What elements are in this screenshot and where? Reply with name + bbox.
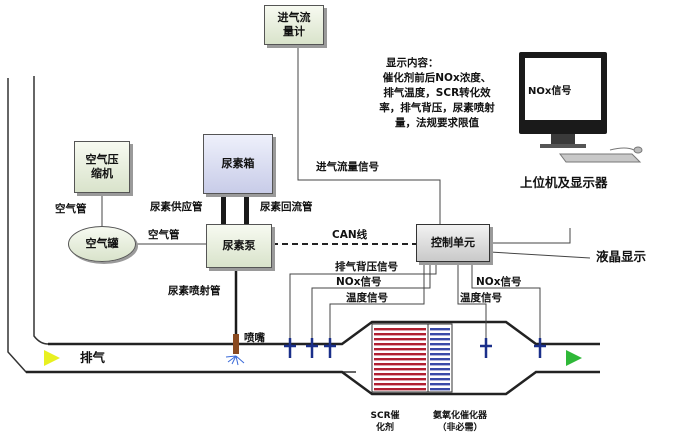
nox-front-signal-line (311, 262, 431, 346)
air-tank-label: 空气罐 (85, 237, 119, 250)
scr-catalyst-stripe (374, 353, 426, 356)
scr-catalyst-stripe (374, 343, 426, 346)
exhaust-pipe-upper-wall (48, 320, 600, 346)
urea-pump-label: 尿素泵 (222, 239, 256, 252)
control-unit-label: 控制单元 (431, 236, 475, 249)
exhaust-pipe-lower-wall (26, 370, 600, 396)
oxidation-catalyst-label: 氨氧化催化器（非必需） (432, 411, 487, 433)
scr-catalyst-block (371, 323, 429, 393)
keyboard-icon (559, 153, 642, 163)
backpressure-signal-line (289, 262, 437, 346)
air-compressor-box: 空气压缩机 (74, 141, 130, 193)
air-pipe-top-label: 空气管 (55, 203, 87, 215)
inner-frame-line (33, 76, 342, 345)
inlet-flow-signal-label: 进气流量信号 (316, 161, 379, 173)
nox-rear-signal-label: NOx信号 (476, 276, 522, 288)
temp-rear-signal-line (457, 262, 487, 346)
sensor-probe-icon (284, 338, 546, 358)
oxidation-catalyst-block (427, 323, 453, 393)
control-unit-box: 控制单元 (416, 224, 490, 262)
nox-rear-signal-line (471, 262, 541, 346)
screen-nox-signal: NOx信号 (528, 86, 572, 97)
oxidation-catalyst-stripe (430, 333, 450, 336)
air-compressor-label: 空气压缩机 (85, 153, 119, 180)
urea-return-pipe-shape (244, 194, 249, 224)
scr-catalyst-stripe (374, 373, 426, 376)
oxidation-catalyst-stripe (430, 378, 450, 381)
scr-catalyst-label: SCR催化剂 (370, 411, 400, 433)
inlet-flow-meter-label: 进气流量计 (277, 11, 311, 38)
oxidation-catalyst-stripe (430, 328, 450, 331)
urea-tank-box: 尿素箱 (203, 134, 273, 194)
scr-catalyst-stripe (374, 368, 426, 371)
scr-catalyst-stripe (374, 388, 426, 391)
inlet-flow-meter-box: 进气流量计 (264, 5, 324, 45)
flow-arrow-icon (44, 350, 60, 366)
oxidation-catalyst-stripe (430, 353, 450, 356)
outer-frame-line (7, 78, 356, 373)
nozzle-body (233, 334, 239, 354)
monitor-icon (519, 52, 607, 148)
urea-pump-box: 尿素泵 (206, 224, 272, 268)
inlet-flow-signal-line (297, 44, 441, 224)
oxidation-catalyst-stripe (430, 373, 450, 376)
scr-catalyst-stripe (374, 358, 426, 361)
nozzle-spray-icon (225, 355, 245, 366)
urea-injection-pipe-label: 尿素喷射管 (168, 285, 221, 297)
mouse-icon (609, 146, 643, 154)
can-bus-label: CAN线 (332, 229, 368, 241)
scr-catalyst-stripe (374, 333, 426, 336)
scr-catalyst-stripe (374, 328, 426, 331)
exhaust-label: 排气 (80, 350, 106, 365)
lcd-display-line (490, 228, 571, 244)
temp-front-signal-label: 温度信号 (346, 292, 388, 304)
nozzle-label: 喷嘴 (244, 332, 265, 344)
oxidation-catalyst-stripe (430, 348, 450, 351)
urea-supply-pipe-label: 尿素供应管 (150, 201, 203, 213)
display-content-note: 显示内容： 催化剂前后NOx浓度、排气温度，SCR转化效率，排气背压，尿素喷射量… (378, 56, 496, 131)
lcd-display-label: 液晶显示 (596, 249, 647, 264)
temp-front-signal-line (329, 262, 425, 346)
scr-catalyst-stripe (374, 383, 426, 386)
air-pipe-side-label: 空气管 (148, 229, 180, 241)
host-and-display-label: 上位机及显示器 (520, 175, 608, 190)
urea-supply-pipe-shape (221, 194, 226, 224)
scr-catalyst-stripe (374, 338, 426, 341)
display-content-body: 催化剂前后NOx浓度、排气温度，SCR转化效率，排气背压，尿素喷射量，法规要求限… (379, 72, 495, 129)
oxidation-catalyst-stripe (430, 338, 450, 341)
oxidation-catalyst-stripe (430, 358, 450, 361)
oxidation-catalyst-stripe (430, 383, 450, 386)
scr-catalyst-stripe (374, 348, 426, 351)
urea-tank-label: 尿素箱 (221, 157, 255, 170)
lcd-display-line-2 (489, 251, 591, 259)
oxidation-catalyst-stripe (430, 388, 450, 391)
temp-rear-signal-label: 温度信号 (460, 292, 502, 304)
nox-front-signal-label: NOx信号 (336, 276, 382, 288)
oxidation-catalyst-stripe (430, 368, 450, 371)
display-content-title: 显示内容： (386, 57, 439, 69)
oxidation-catalyst-stripe (430, 363, 450, 366)
oxidation-catalyst-stripe (430, 343, 450, 346)
flow-arrow-icon (566, 350, 582, 366)
scr-catalyst-stripe (374, 378, 426, 381)
scr-catalyst-stripe (374, 363, 426, 366)
backpressure-signal-label: 排气背压信号 (335, 261, 398, 273)
urea-return-pipe-label: 尿素回流管 (260, 201, 313, 213)
air-tank-shape: 空气罐 (68, 226, 136, 262)
